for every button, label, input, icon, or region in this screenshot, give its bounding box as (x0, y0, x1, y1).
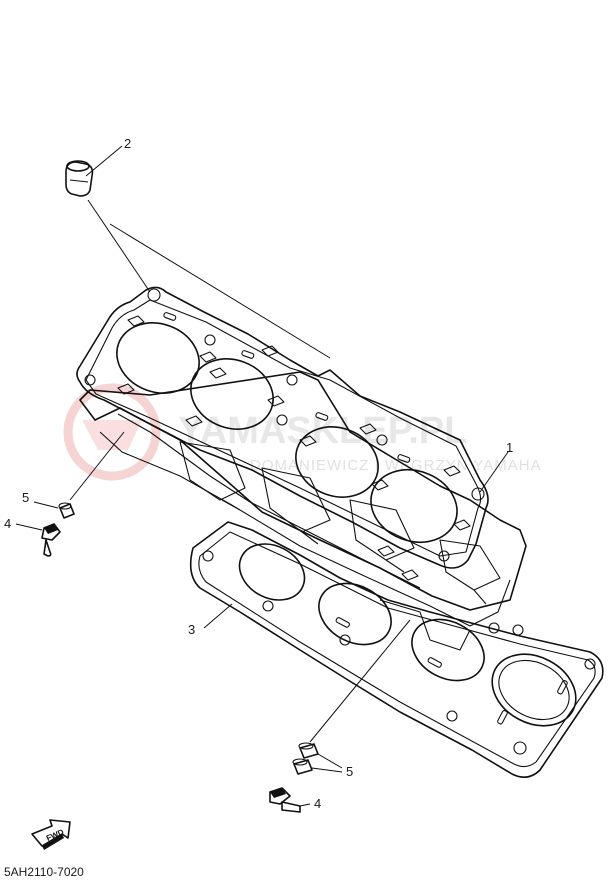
callout-1: 1 (506, 440, 513, 455)
plug-part (65, 160, 94, 197)
callout-5-lower: 5 (346, 764, 353, 779)
callout-5-upper: 5 (22, 490, 29, 505)
callout-4-lower: 4 (314, 796, 321, 811)
callout-4-upper: 4 (4, 516, 11, 531)
callout-2: 2 (124, 136, 131, 151)
bolt-lower (269, 787, 301, 813)
cylinder-head (76, 286, 527, 651)
watermark-brand: YAMASKLEP.PL (178, 410, 467, 452)
bolt-upper (41, 523, 61, 557)
dowel-pin-lower-b (292, 758, 313, 775)
dowel-pin-lower-a (298, 742, 319, 759)
callout-3: 3 (188, 622, 195, 637)
cylinder-head-gasket (189, 521, 604, 778)
dowel-pin-upper (58, 502, 75, 519)
watermark-logo (63, 383, 161, 481)
forward-arrow-icon: FWD (31, 819, 71, 850)
watermark: YAMASKLEP.PL DOMANIEWICZ I WEGRZYN YAMAH… (63, 383, 541, 481)
leader-lines (15, 145, 509, 807)
part-code: 5AH2110-7020 (4, 865, 84, 879)
watermark-logo-mark (82, 420, 142, 450)
